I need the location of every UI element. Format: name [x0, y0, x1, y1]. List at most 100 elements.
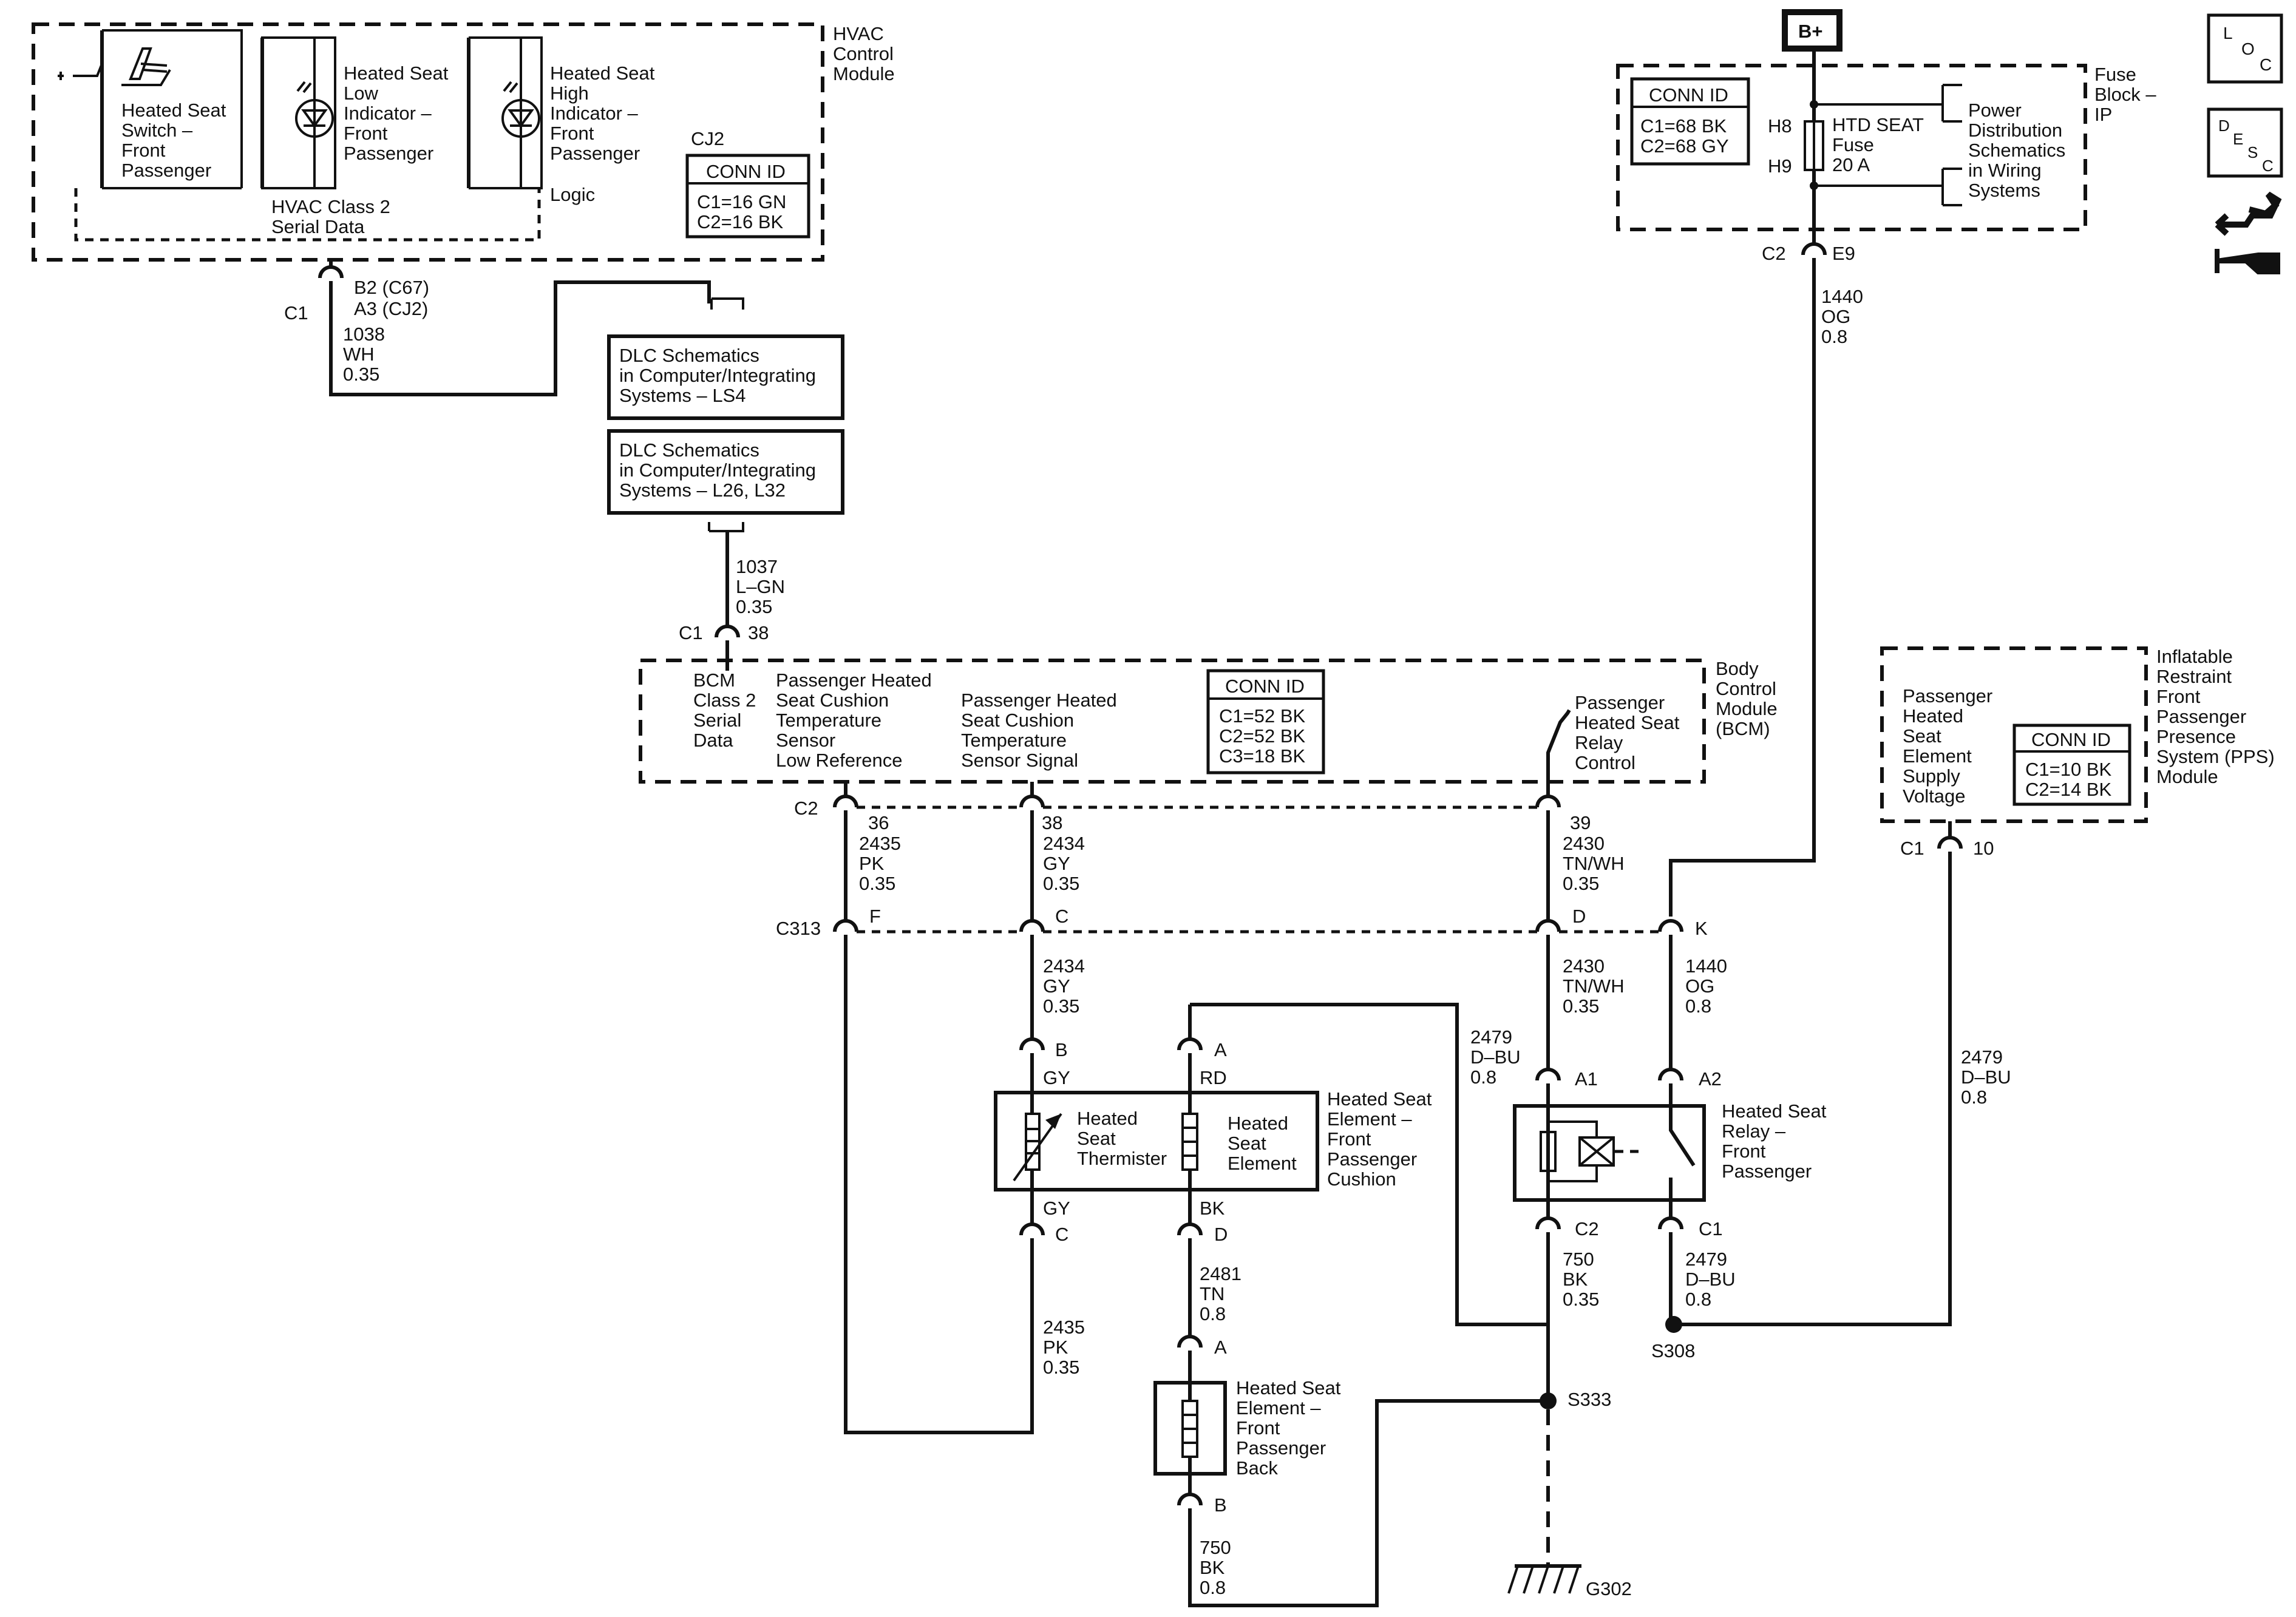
hvac-module-outline [32, 22, 824, 262]
diagram-label: Thermister [1077, 1148, 1167, 1169]
bcm-c2-connector: C2 36 38 39 2435 PK 0.35 2434 GY 0.35 24… [794, 782, 1625, 894]
diagram-label: Class 2 [693, 690, 756, 711]
logic-label: Logic [550, 184, 595, 205]
diagram-label: Fuse [2094, 64, 2136, 85]
diagram-label: Inflatable [2156, 646, 2233, 667]
diagram-label: C [1055, 1224, 1068, 1245]
desc-icon[interactable]: D E S C [2207, 107, 2283, 178]
diagram-label: B+ [1798, 21, 1823, 42]
cushion-element: B GY A RD 2479 D–BU 0.8 Heated Seat Ther… [994, 947, 1548, 1378]
diagram-label: Passenger [1327, 1148, 1417, 1170]
diagram-label: 750 [1563, 1249, 1594, 1270]
diagram-label: Heated Seat [121, 100, 226, 121]
diagram-label: Restraint [2156, 666, 2232, 687]
splice-s333: S333 [1540, 1389, 1611, 1410]
diagram-label: 1038 [343, 324, 385, 345]
hvac-module-label: HVAC Control Module [833, 23, 895, 84]
diagram-label: Heated Seat [1236, 1377, 1341, 1398]
diagram-label: 0.8 [1470, 1066, 1496, 1088]
relay-control-switch-icon [1546, 709, 1571, 782]
diagram-label: HVAC [833, 23, 884, 44]
diagram-label: E [2233, 130, 2243, 148]
diagram-label: Seat Cushion [961, 710, 1074, 731]
diagram-label: Temperature [776, 710, 881, 731]
diagram-label: S308 [1651, 1340, 1695, 1361]
diagram-label: G302 [1586, 1578, 1632, 1599]
diagram-label: D [2218, 117, 2230, 135]
diagram-label: Passenger Heated [961, 690, 1117, 711]
diagram-label: B [1214, 1494, 1227, 1516]
diagram-label: A3 (CJ2) [354, 298, 428, 319]
diagram-label: RD [1200, 1067, 1227, 1088]
diagram-label: TN/WH [1563, 853, 1625, 874]
diagram-label: 0.8 [1685, 995, 1711, 1017]
diagram-label: Heated Seat [1327, 1088, 1432, 1110]
diagram-label: CONN ID [2031, 729, 2111, 750]
hvac-conn-id-box: CONN ID C1=16 GN C2=16 BK [685, 154, 810, 239]
diagram-label: C1 [679, 622, 703, 643]
diagram-label: Front [121, 140, 166, 161]
diagram-label: OG [1685, 975, 1714, 997]
diagram-label: C3=18 BK [1219, 745, 1306, 767]
hvac-serial-label: HVAC Class 2 Serial Data [271, 196, 390, 237]
diagram-label: Supply [1903, 765, 1960, 787]
diagram-label: Sensor Signal [961, 750, 1078, 771]
diagram-label: C2 [794, 798, 818, 819]
diagram-label: TN [1200, 1283, 1224, 1304]
diagram-label: Schematics [1968, 140, 2065, 161]
diagram-label: CONN ID [706, 161, 786, 182]
diagram-label: Front [344, 123, 388, 144]
bcm-conn-id-box: CONN ID C1=52 BK C2=52 BK C3=18 BK [1206, 669, 1325, 775]
diagram-label: DLC Schematics [619, 439, 759, 461]
diagram-label: E9 [1832, 243, 1855, 264]
high-indicator-label: Heated Seat High Indicator – Front Passe… [550, 63, 655, 164]
diagram-label: High [550, 83, 589, 104]
bcm-outline [639, 659, 1706, 784]
diagram-label: Front [2156, 686, 2201, 707]
diagram-label: Distribution [1968, 120, 2062, 141]
diagram-label: Temperature [961, 730, 1067, 751]
diagram-label: IP [2094, 104, 2112, 125]
diagram-label: Control [1716, 678, 1776, 699]
diagram-label: Serial Data [271, 216, 365, 237]
diagram-label: D–BU [1961, 1066, 2011, 1088]
diagram-label: C1 [1900, 838, 1924, 859]
pps-module: Inflatable Restraint Front Passenger Pre… [1880, 646, 2275, 823]
b-plus-terminal: B+ [1782, 9, 1843, 52]
diagram-label: HTD SEAT [1832, 114, 1924, 135]
bcm-module: Body Control Module (BCM) BCM Class 2 Se… [639, 658, 1778, 784]
diagram-label: Passenger [1903, 685, 1992, 707]
diagram-label: 39 [1570, 812, 1591, 833]
diagram-label: GY [1043, 1198, 1070, 1219]
diagram-label: Systems – LS4 [619, 385, 746, 406]
diagram-label: C [2262, 157, 2274, 175]
high-indicator-led-icon [501, 38, 540, 188]
diagram-label: 0.35 [859, 873, 895, 894]
diagram-label: 1440 [1821, 286, 1863, 307]
diagram-label: 0.35 [343, 364, 379, 385]
diagram-label: 750 [1200, 1537, 1231, 1558]
diagram-label: GY [1043, 975, 1070, 997]
diagram-label: 0.8 [1200, 1577, 1226, 1598]
diagram-label: C [1055, 906, 1068, 927]
diagram-label: Seat [1903, 725, 1941, 747]
diagram-label: in Computer/Integrating [619, 365, 816, 386]
loc-icon[interactable]: L O C [2207, 13, 2283, 84]
heated-seat-relay: A1 A2 Heated Seat Relay – Front Passenge… [1513, 947, 1827, 1401]
diagram-label: OG [1821, 306, 1850, 327]
diagram-label: Passenger [1575, 692, 1665, 713]
diagram-label: (BCM) [1716, 718, 1770, 739]
tools-icon[interactable] [2215, 191, 2282, 274]
diagram-label: 2479 [1961, 1046, 2003, 1068]
diagram-label: 2434 [1043, 833, 1085, 854]
diagram-label: Control [1575, 752, 1635, 773]
diagram-label: F [869, 906, 881, 927]
diagram-label: O [2241, 39, 2255, 58]
diagram-label: Module [2156, 766, 2218, 787]
diagram-label: Front [1327, 1128, 1371, 1150]
splice-s308: S308 [1651, 1316, 1695, 1361]
diagram-label: System (PPS) [2156, 746, 2275, 767]
diagram-label: Passenger [1722, 1161, 1812, 1182]
diagram-label: Presence [2156, 726, 2236, 747]
diagram-label: 0.8 [1961, 1086, 1987, 1108]
